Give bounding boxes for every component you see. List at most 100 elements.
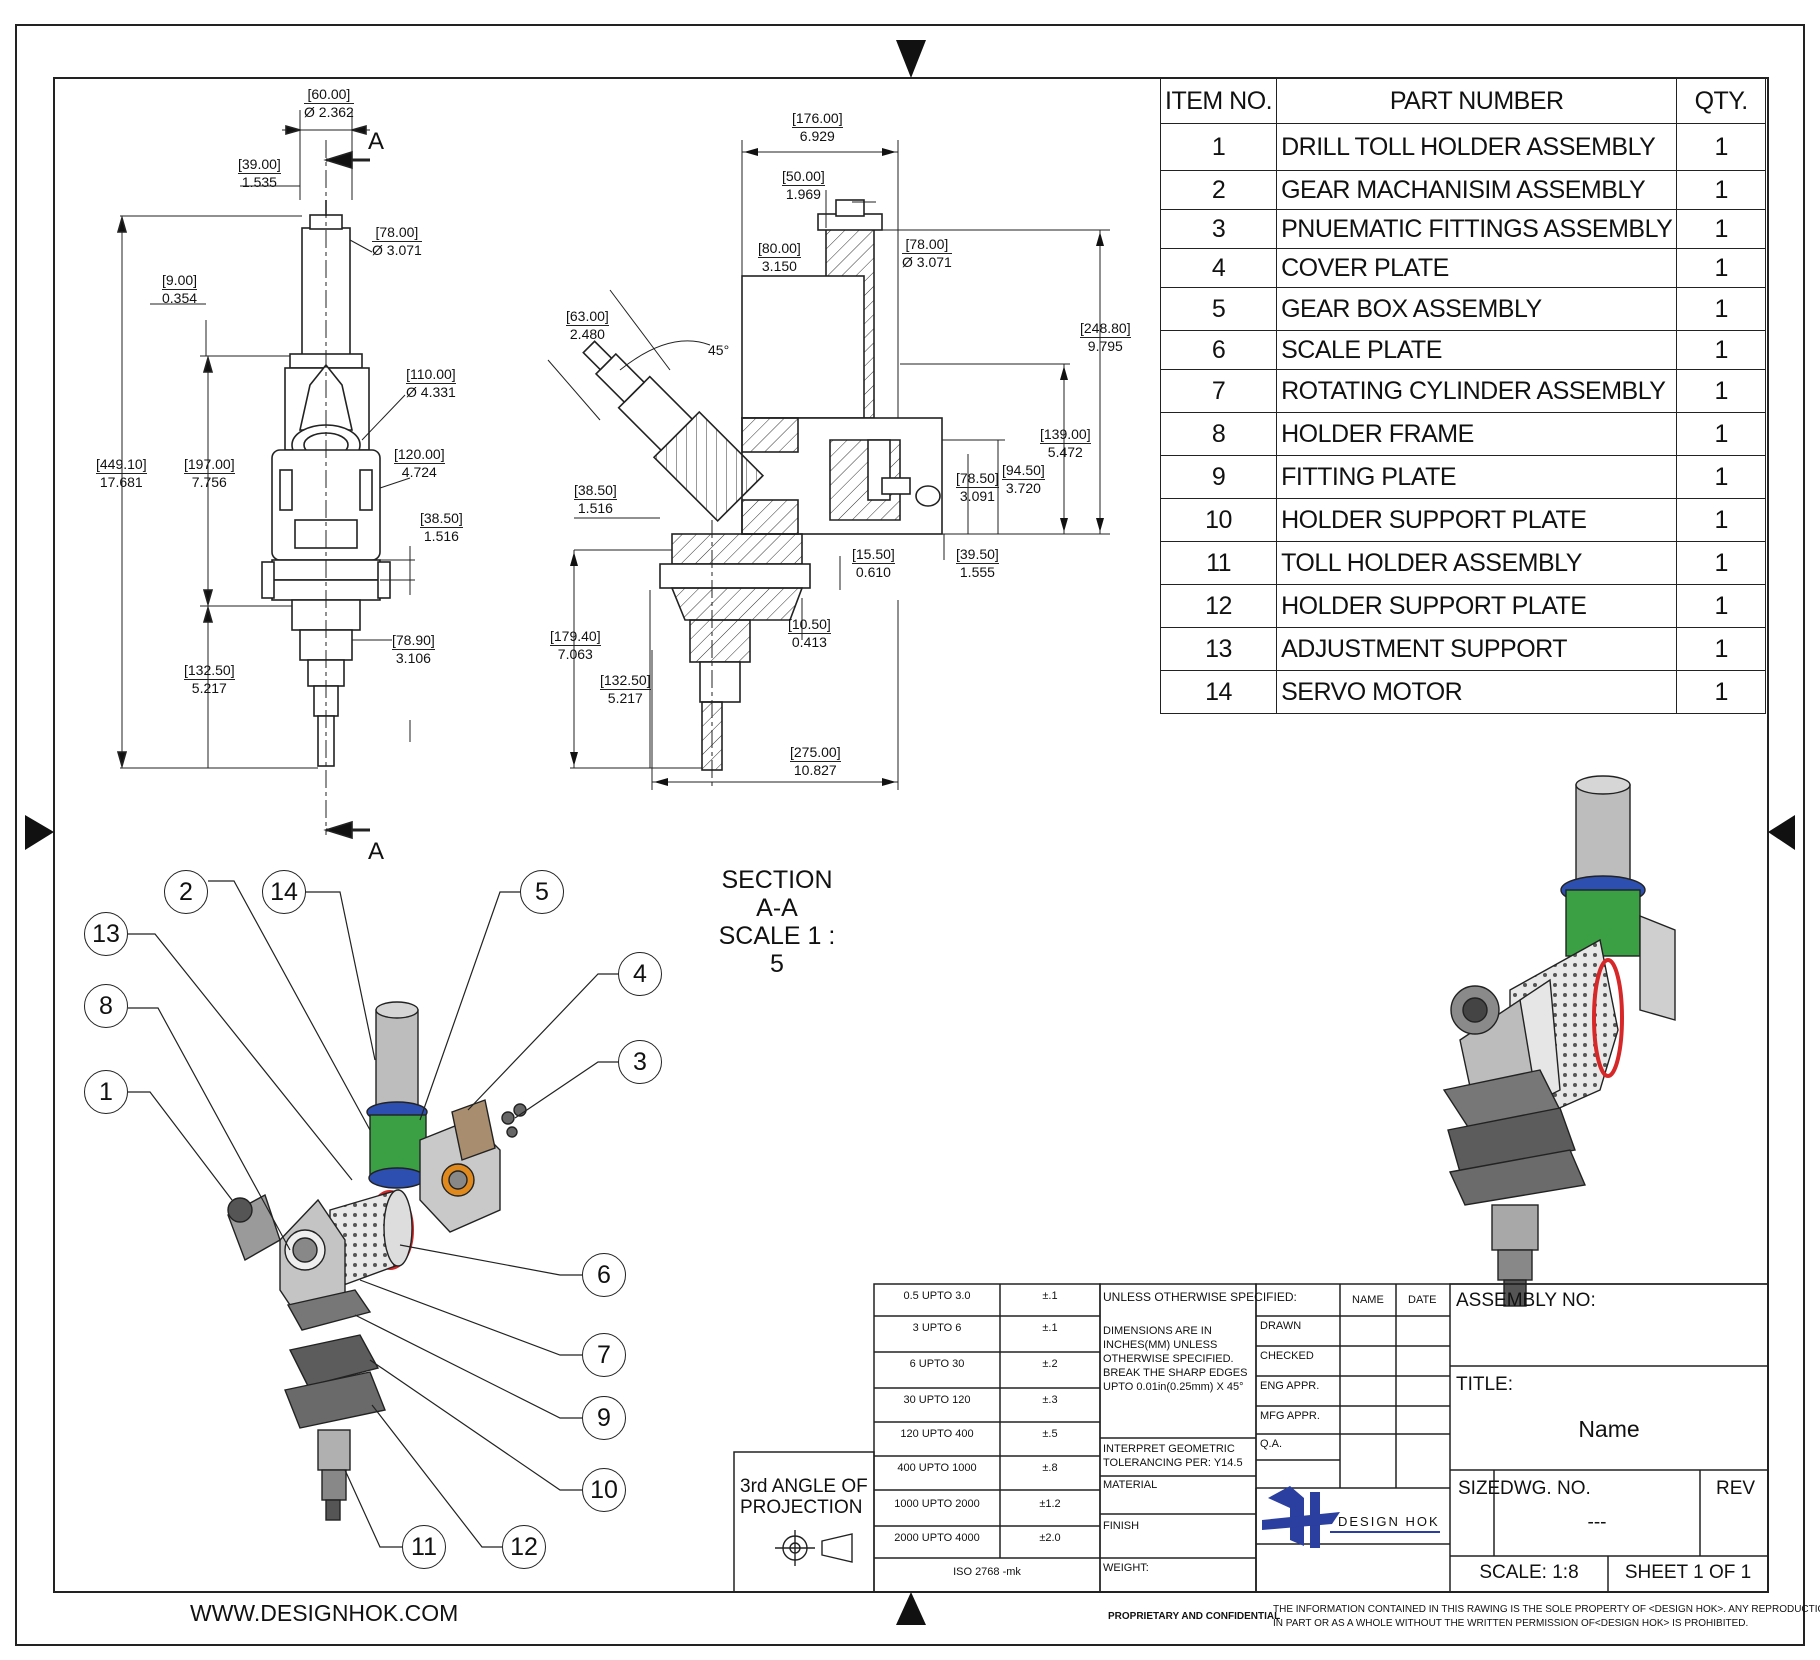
bom-cell-part: TOLL HOLDER ASSEMBLY	[1276, 541, 1678, 585]
title-value: Name	[1578, 1416, 1640, 1442]
dimension-mm: [179.40]	[550, 628, 601, 644]
tolerance-value: ±.1	[1042, 1322, 1058, 1334]
dimension-mm: [132.50]	[600, 672, 651, 688]
dimension-mm: [63.00]	[566, 308, 609, 324]
dimension-inch: 2.480	[566, 325, 609, 343]
dimension-inch: 1.516	[574, 499, 617, 517]
dimension-mm: [39.00]	[238, 156, 281, 172]
tolerance-range: 0.5 UPTO 3.0	[903, 1290, 971, 1302]
dimension-inch: 9.795	[1080, 337, 1131, 355]
center-mark-top	[896, 40, 926, 78]
balloon-item-13: 13	[84, 912, 128, 956]
dimension-label: [78.90]3.106	[392, 632, 435, 667]
bom-cell-part: ADJUSTMENT SUPPORT	[1276, 627, 1678, 671]
dimension-mm: [275.00]	[790, 744, 841, 760]
balloon-item-7: 7	[582, 1333, 626, 1377]
bom-cell-part: HOLDER SUPPORT PLATE	[1276, 498, 1678, 542]
dimension-inch: 1.969	[782, 185, 825, 203]
dimension-mm: [94.50]	[1002, 462, 1045, 478]
notice-line-1: THE INFORMATION CONTAINED IN THIS RAWING…	[1273, 1604, 1820, 1615]
website: WWW.DESIGNHOK.COM	[190, 1600, 459, 1626]
dimension-mm: [15.50]	[852, 546, 895, 562]
balloon-item-9: 9	[582, 1396, 626, 1440]
bom-cell-qty: 1	[1676, 123, 1766, 171]
dimension-inch: 0.610	[852, 563, 895, 581]
projection-line-2: PROJECTION	[740, 1497, 863, 1518]
dimension-label: [38.50]1.516	[420, 510, 463, 545]
bom-cell-qty: 1	[1676, 248, 1766, 288]
dimension-label: [9.00]0.354	[162, 272, 198, 307]
tolerance-range: 2000 UPTO 4000	[894, 1532, 980, 1544]
dimension-label: [39.50]1.555	[956, 546, 999, 581]
balloon-item-14: 14	[262, 870, 306, 914]
proprietary-label: PROPRIETARY AND CONFIDENTIAL	[1108, 1611, 1281, 1622]
scale-label: SCALE: 1:8	[1479, 1562, 1579, 1583]
dimension-inch: Ø 2.362	[304, 103, 354, 120]
approval-row-label: CHECKED	[1260, 1350, 1314, 1362]
dimension-label: [10.50]0.413	[788, 616, 831, 651]
tolerance-value: ±.1	[1042, 1290, 1058, 1302]
dimension-mm: [139.00]	[1040, 426, 1091, 442]
proprietary-notice: THE INFORMATION CONTAINED IN THIS RAWING…	[1273, 1603, 1820, 1631]
balloon-item-1: 1	[84, 1070, 128, 1114]
dimension-label: [38.50]1.516	[574, 482, 617, 517]
dimension-label: [94.50]3.720	[1002, 462, 1045, 497]
dimension-inch: 7.756	[184, 473, 235, 491]
tolerancing-note: INTERPRET GEOMETRIC TOLERANCING PER: Y14…	[1103, 1443, 1243, 1469]
tolerance-range: 30 UPTO 120	[903, 1394, 971, 1406]
dimension-inch: 3.106	[392, 649, 435, 667]
dimension-label: [132.50]5.217	[600, 672, 651, 707]
dimension-inch: 1.516	[420, 527, 463, 545]
dimension-inch: 0.413	[788, 633, 831, 651]
dimension-mm: [78.00]	[375, 224, 419, 240]
dimension-mm: [10.50]	[788, 616, 831, 632]
dimension-label: [110.00]Ø 4.331	[406, 366, 456, 401]
section-title: SECTION A-A	[721, 866, 833, 922]
balloon-item-10: 10	[582, 1468, 626, 1512]
bom-cell-part: SERVO MOTOR	[1276, 670, 1678, 714]
dimension-mm: [449.10]	[96, 456, 147, 472]
bom-cell-item: 12	[1159, 584, 1278, 628]
iso-standard: ISO 2768 -mk	[953, 1566, 1021, 1578]
bom-cell-item: 9	[1159, 455, 1278, 499]
tolerance-range: 3 UPTO 6	[912, 1322, 962, 1334]
dimension-mm: [248.80]	[1080, 320, 1131, 336]
section-cut-label-bottom: A	[368, 838, 385, 865]
section-scale: SCALE 1 : 5	[718, 922, 836, 978]
tolerance-range: 6 UPTO 30	[909, 1358, 965, 1370]
outer-border	[15, 24, 1805, 1646]
approval-row-label: Q.A.	[1260, 1438, 1283, 1450]
bom-cell-qty: 1	[1676, 455, 1766, 499]
bom-cell-part: DRILL TOLL HOLDER ASSEMBLY	[1276, 123, 1678, 171]
dimension-label: [139.00]5.472	[1040, 426, 1091, 461]
bom-cell-item: 10	[1159, 498, 1278, 542]
dimension-inch: 3.720	[1002, 479, 1045, 497]
bom-cell-part: HOLDER SUPPORT PLATE	[1276, 584, 1678, 628]
bom-cell-part: ROTATING CYLINDER ASSEMBLY	[1276, 369, 1678, 413]
notice-line-2: IN PART OR AS A WHOLE WITHOUT THE WRITTE…	[1273, 1618, 1749, 1629]
bom-cell-item: 13	[1159, 627, 1278, 671]
bom-cell-qty: 1	[1676, 369, 1766, 413]
balloon-item-12: 12	[502, 1525, 546, 1569]
projection-symbol	[775, 1530, 853, 1566]
dimension-inch: 5.217	[184, 679, 235, 697]
bom-cell-item: 2	[1159, 170, 1278, 210]
bom-cell-part: COVER PLATE	[1276, 248, 1678, 288]
dimension-inch: Ø 3.071	[902, 253, 952, 270]
tolerance-value: ±2.0	[1039, 1532, 1061, 1544]
center-mark-left	[25, 815, 54, 850]
unless-specified: UNLESS OTHERWISE SPECIFIED:	[1103, 1290, 1297, 1304]
dimension-mm: [132.50]	[184, 662, 235, 678]
bom-cell-qty: 1	[1676, 670, 1766, 714]
dimension-label: [120.00]4.724	[394, 446, 445, 481]
dwg-no-label: DWG. NO.	[1500, 1478, 1591, 1499]
bom-cell-part: GEAR MACHANISIM ASSEMBLY	[1276, 170, 1678, 210]
projection-label: 3rd ANGLE OF PROJECTION	[740, 1476, 868, 1518]
bom-header-item: ITEM NO.	[1159, 78, 1278, 124]
material-label: MATERIAL	[1103, 1479, 1158, 1491]
